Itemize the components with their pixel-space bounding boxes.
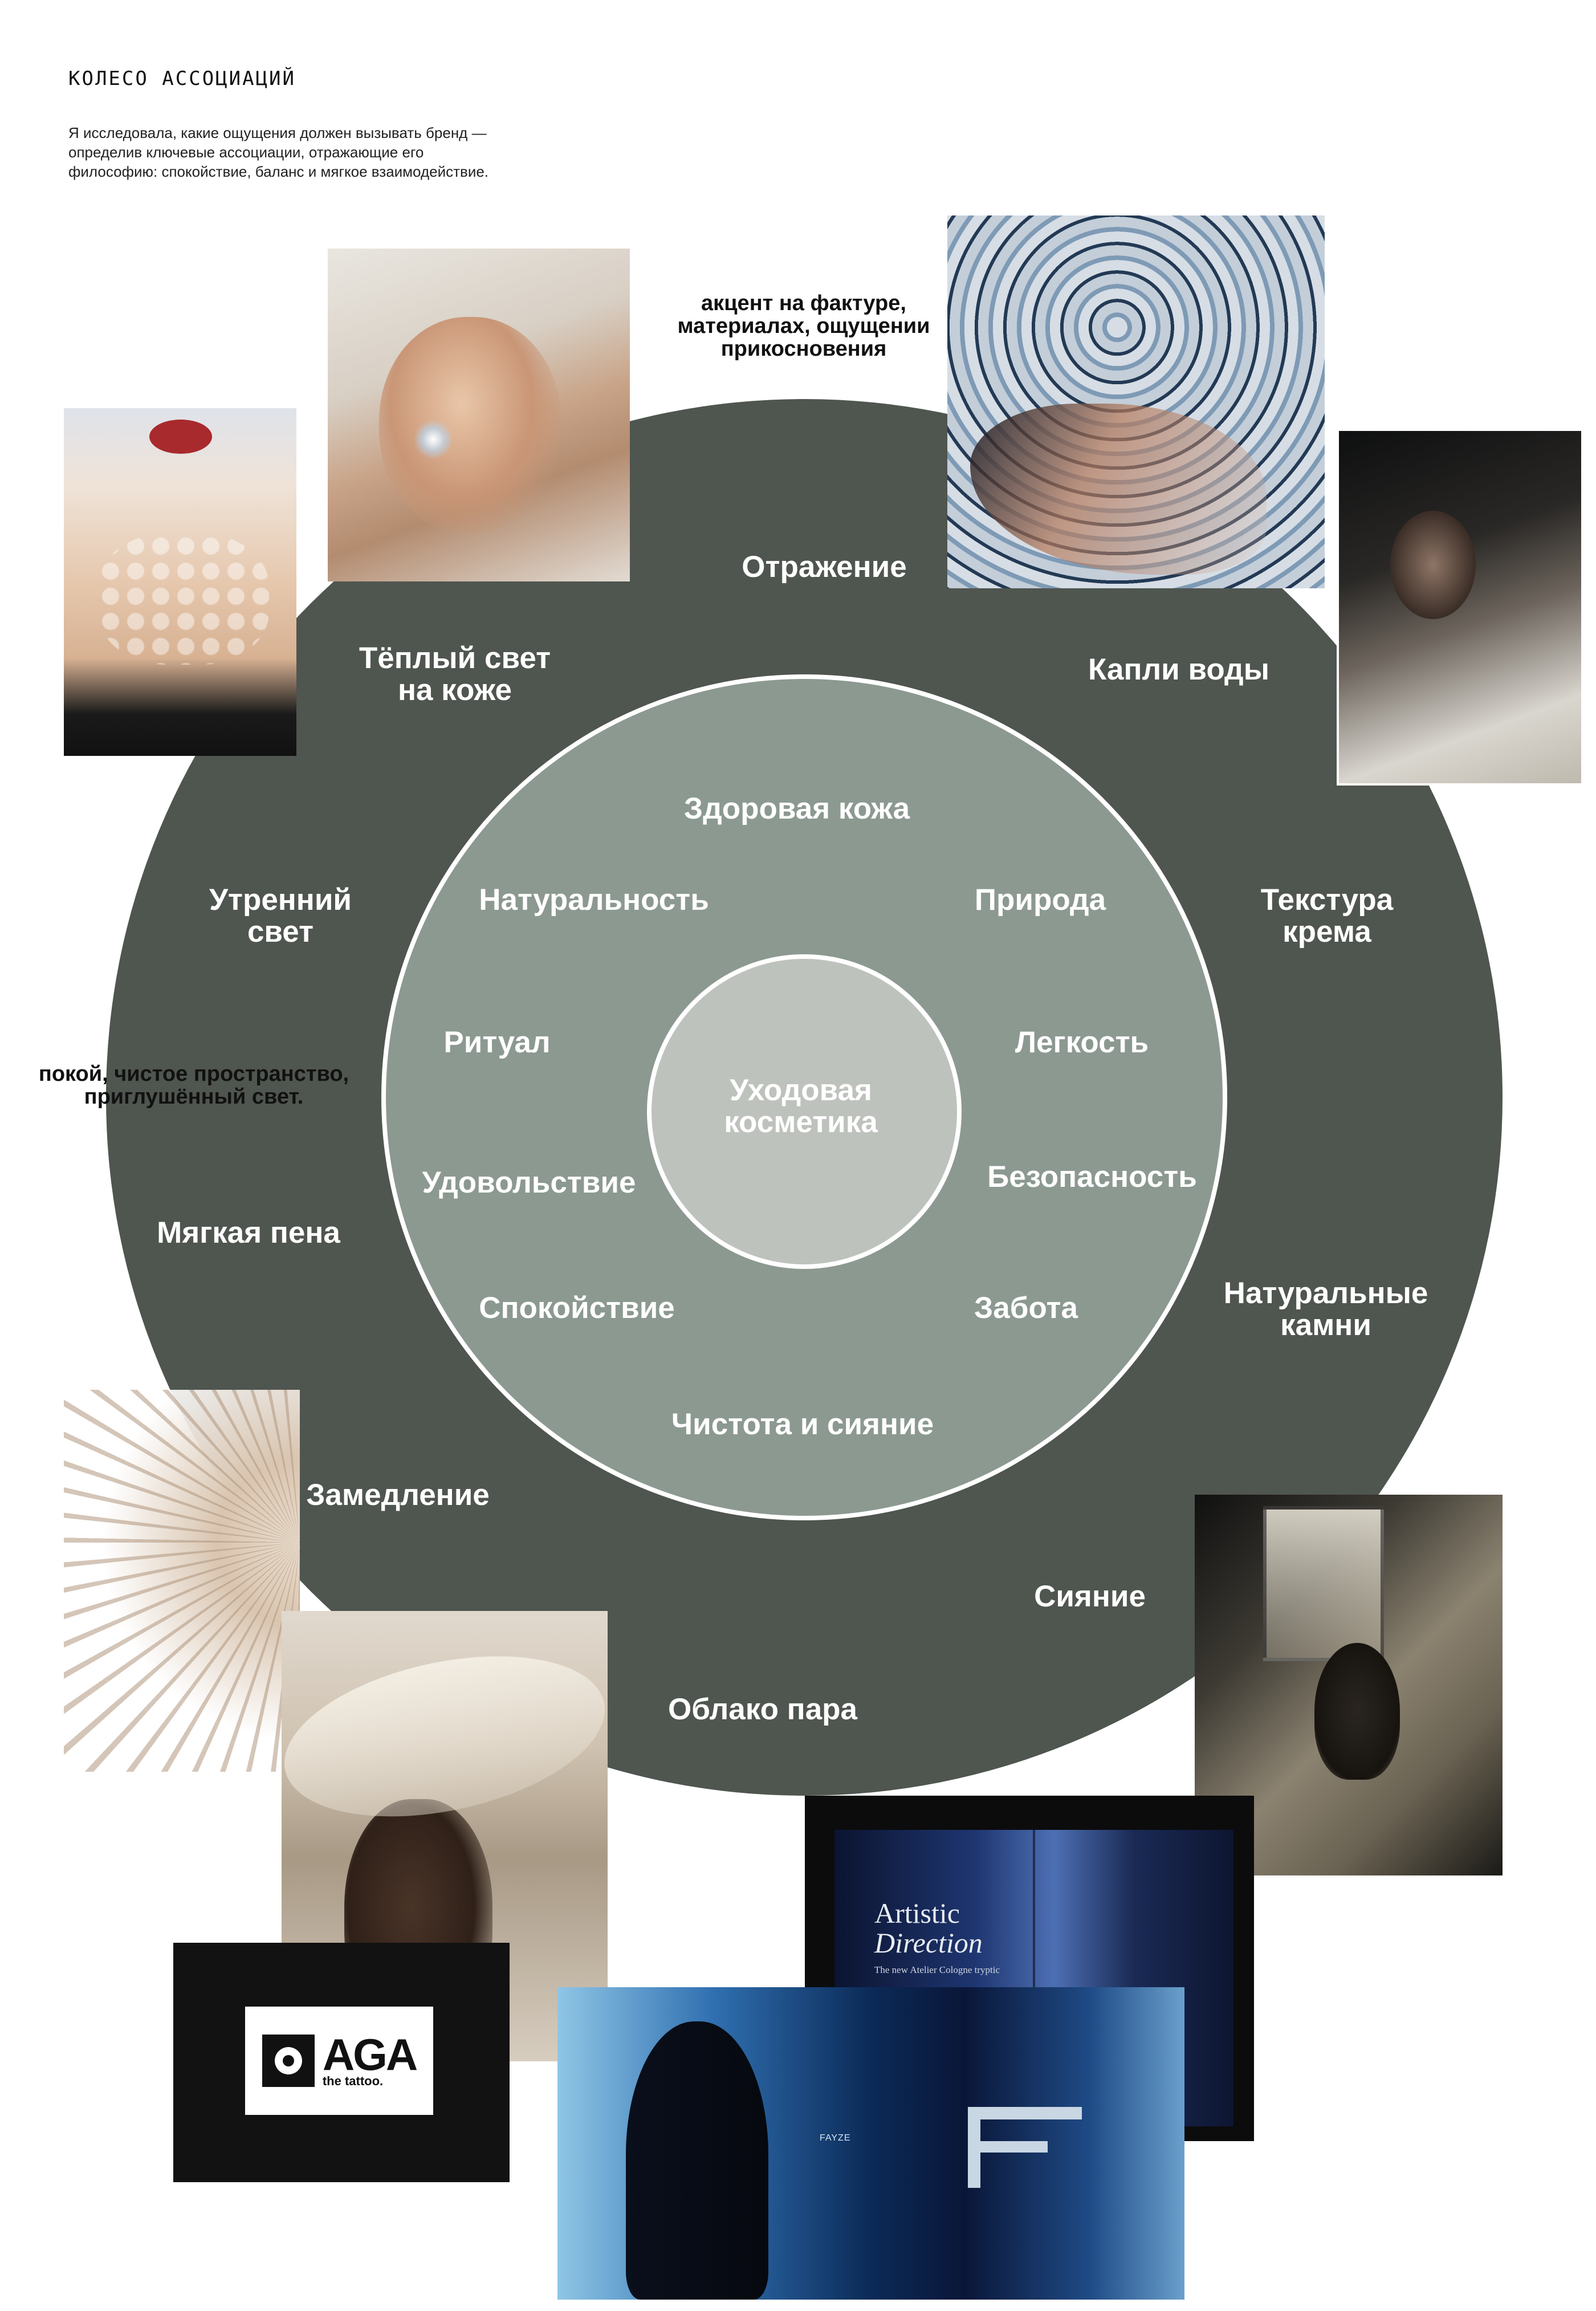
- label-care: Забота: [974, 1291, 1078, 1325]
- label-naturalness: Натуральность: [479, 883, 709, 917]
- photo-dandelion: [64, 1390, 300, 1772]
- label-soft-foam: Мягкая пена: [157, 1216, 340, 1250]
- label-purity: Чистота и сияние: [671, 1407, 934, 1441]
- label-warm-light-line2: на коже: [398, 673, 512, 707]
- photo-fayze-poster: [557, 1987, 1184, 2300]
- label-slowing-down: Замедление: [306, 1478, 490, 1512]
- aga-logo: AGA the tattoo.: [245, 2007, 433, 2115]
- magazine-subtitle: The new Atelier Cologne tryptic: [874, 1964, 1000, 1975]
- page-description: Я исследовала, какие ощущения должен выз…: [68, 124, 489, 180]
- label-pleasure: Удовольствие: [422, 1166, 636, 1199]
- core-label-line1: Уходовая: [730, 1073, 872, 1107]
- magazine-title-line2: Direction: [874, 1927, 983, 1959]
- label-healthy-skin: Здоровая кожа: [684, 792, 910, 825]
- aga-logo-text: AGA: [322, 2029, 418, 2080]
- magazine-title-line1: Artistic: [874, 1897, 960, 1929]
- photo-woman-in-water: [1337, 429, 1583, 786]
- label-steam-cloud: Облако пара: [668, 1692, 858, 1726]
- label-safety: Безопасность: [987, 1160, 1197, 1194]
- space-note-line2: приглушённый свет.: [84, 1085, 304, 1109]
- core-label-line2: косметика: [724, 1105, 878, 1139]
- poster-brand-text: FAYZE: [820, 2133, 851, 2143]
- photo-water-ripples: [947, 215, 1325, 588]
- label-calm: Спокойствие: [479, 1291, 675, 1325]
- label-natural-stones-line2: камни: [1280, 1308, 1371, 1342]
- label-radiance: Сияние: [1034, 1580, 1146, 1613]
- label-reflection: Отражение: [742, 550, 906, 584]
- texture-note-line2: материалах, ощущении: [677, 314, 930, 338]
- flower-logo-icon: [262, 2035, 315, 2087]
- label-nature: Природа: [975, 883, 1106, 917]
- label-water-drops: Капли воды: [1088, 653, 1269, 686]
- label-morning-light-line1: Утренний: [209, 883, 352, 917]
- texture-note-line1: акцент на фактуре,: [701, 291, 906, 315]
- label-cream-texture-line1: Текстура: [1261, 883, 1394, 917]
- label-cream-texture-line2: крема: [1282, 915, 1371, 949]
- label-lightness: Легкость: [1015, 1026, 1149, 1059]
- core-circle: [647, 954, 962, 1269]
- photo-lips-lace-shadow: [64, 408, 296, 756]
- space-note-line1: покой, чистое пространство,: [38, 1062, 349, 1086]
- label-morning-light-line2: свет: [247, 915, 314, 949]
- photo-prism-portrait: [328, 249, 630, 581]
- texture-note: акцент на фактуре, материалах, ощущении …: [656, 292, 952, 360]
- label-natural-stones-line1: Натуральные: [1224, 1276, 1428, 1310]
- aga-logo-subtext: the tattoo.: [322, 2074, 384, 2088]
- label-ritual: Ритуал: [443, 1026, 550, 1059]
- label-warm-light-line1: Тёплый свет: [359, 641, 551, 675]
- page-title: КОЛЕСО АССОЦИАЦИЙ: [68, 67, 296, 90]
- texture-note-line3: прикосновения: [720, 337, 887, 361]
- space-note: покой, чистое пространство, приглушённый…: [11, 1063, 376, 1108]
